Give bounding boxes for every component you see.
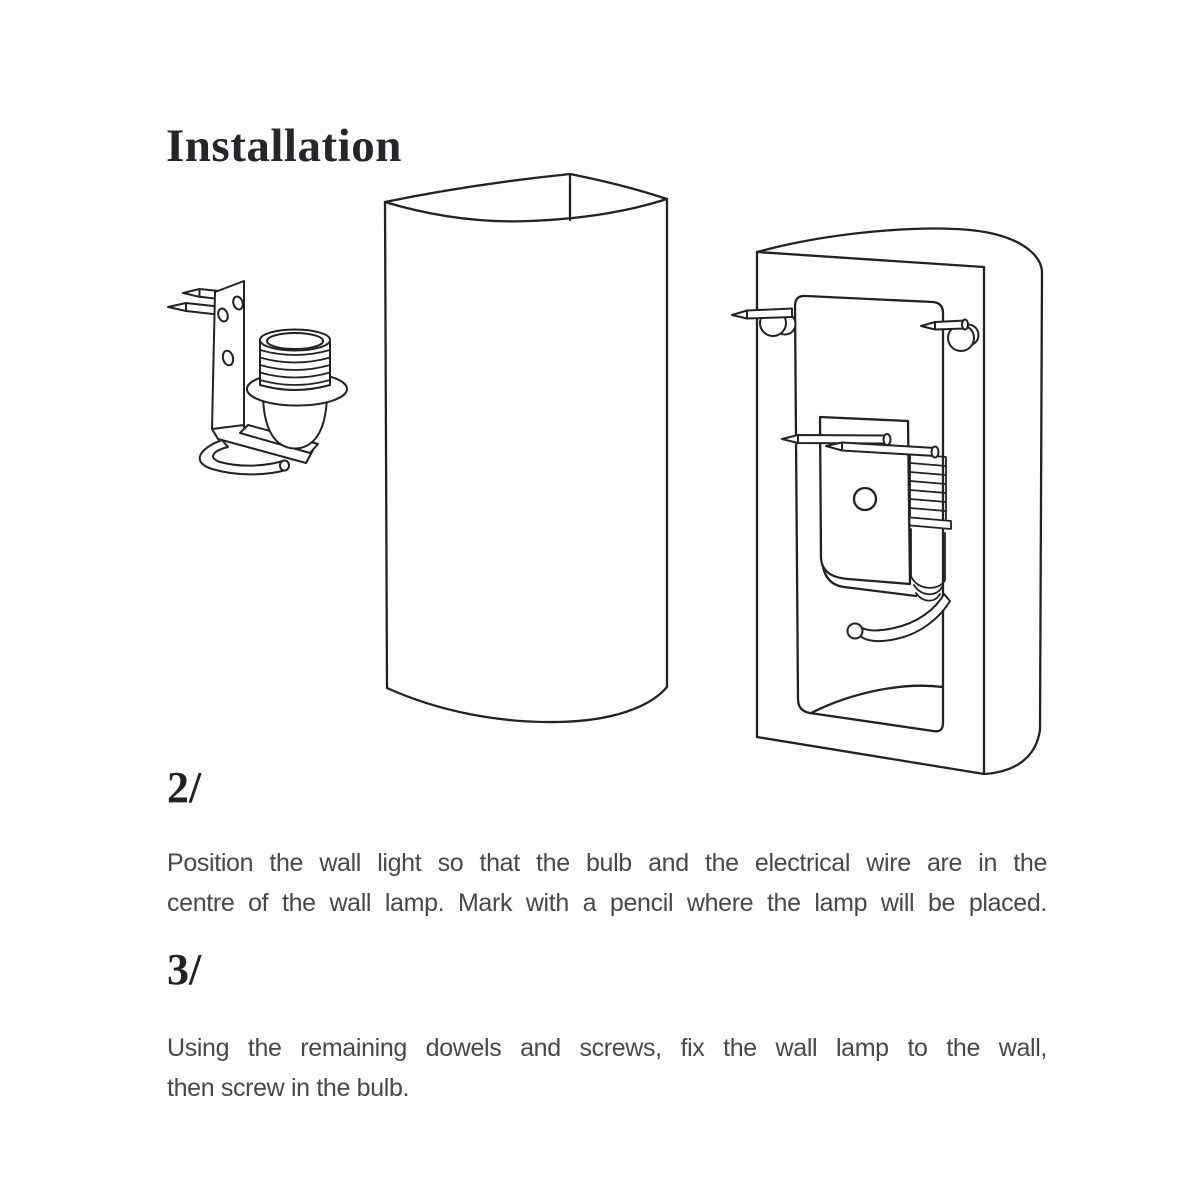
step-2-line-2: centre of the wall lamp. Mark with a pen… (167, 889, 1047, 917)
cable (198, 439, 290, 476)
lamp-shade-illustration (383, 172, 669, 724)
step-3-line-2: then screw in the bulb. (167, 1074, 410, 1102)
cable-rear (846, 593, 951, 643)
shade-front-rim (383, 197, 669, 223)
step-3-line-1: Using the remaining dowels and screws, f… (167, 1034, 1047, 1062)
step-2-line-1: Position the wall light so that the bulb… (167, 849, 1047, 877)
wall-dowel-screw-right (920, 318, 980, 352)
recess-floor-edge (809, 684, 945, 715)
wall-dowel-screw-left (731, 307, 797, 337)
step-3-number: 3/ (167, 945, 202, 994)
bulb-socket (246, 328, 348, 450)
bracket-socket-illustration (167, 280, 348, 476)
lamp-top-edge (755, 250, 986, 269)
step-2-number: 2/ (167, 763, 202, 812)
wall-bracket (211, 280, 314, 464)
lamp-back-illustration (731, 227, 1044, 776)
page-title: Installation (166, 120, 402, 173)
bracket-plate-rear (818, 415, 912, 586)
bulb-socket-rear (904, 453, 952, 602)
shade-body (383, 172, 669, 724)
plate-screws (781, 433, 940, 459)
step-2-text: Position the wall light so that the bulb… (167, 843, 1047, 923)
step-3-text: Using the remaining dowels and screws, f… (167, 1028, 1047, 1108)
